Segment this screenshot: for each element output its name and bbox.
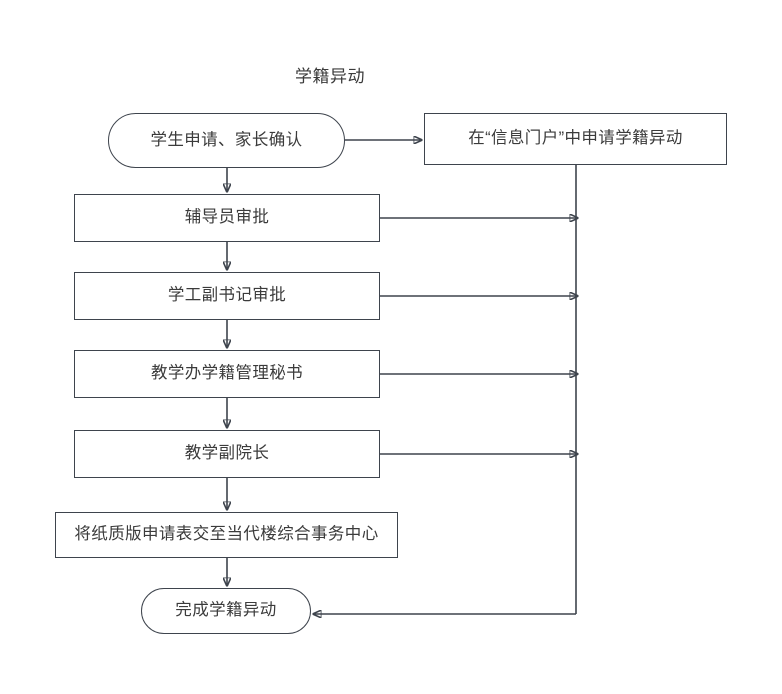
node-registry-secretary-label: 教学办学籍管理秘书 xyxy=(150,364,304,383)
node-registry-secretary[interactable]: 教学办学籍管理秘书 xyxy=(74,350,380,398)
node-finish-label: 完成学籍异动 xyxy=(175,601,277,620)
node-vice-dean-label: 教学副院长 xyxy=(184,444,270,463)
node-deputy-secretary-approval-label: 学工副书记审批 xyxy=(167,286,287,305)
node-submit-paper-form-label: 将纸质版申请表交至当代楼综合事务中心 xyxy=(74,525,379,544)
page-title: 学籍异动 xyxy=(295,67,365,86)
node-vice-dean[interactable]: 教学副院长 xyxy=(74,430,380,478)
node-finish[interactable]: 完成学籍异动 xyxy=(141,588,311,634)
node-submit-paper-form[interactable]: 将纸质版申请表交至当代楼综合事务中心 xyxy=(55,512,398,558)
node-portal-application-label: 在“信息门户”中申请学籍异动 xyxy=(468,129,683,148)
node-start[interactable]: 学生申请、家长确认 xyxy=(108,113,345,168)
node-counselor-approval[interactable]: 辅导员审批 xyxy=(74,194,380,242)
node-deputy-secretary-approval[interactable]: 学工副书记审批 xyxy=(74,272,380,320)
node-portal-application[interactable]: 在“信息门户”中申请学籍异动 xyxy=(424,113,727,165)
node-start-label: 学生申请、家长确认 xyxy=(150,130,303,149)
node-counselor-approval-label: 辅导员审批 xyxy=(184,208,270,227)
